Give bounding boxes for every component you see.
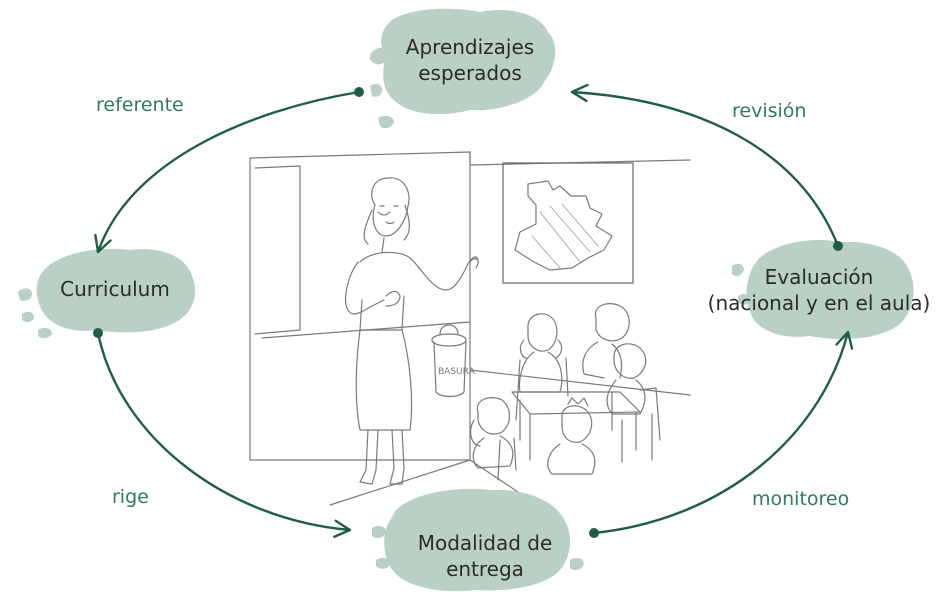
cloud-modalidad — [372, 488, 584, 592]
cloud-curriculum — [18, 248, 196, 339]
node-modalidad-de-entrega: Modalidad de entrega — [385, 530, 585, 582]
arrow-referente-start-dot — [354, 87, 364, 97]
edge-label-referente: referente — [96, 94, 184, 116]
classroom-illustration: BASURA — [249, 151, 691, 521]
cycle-arrows — [93, 83, 854, 538]
node-curriculum: Curriculum — [30, 276, 200, 302]
arrow-monitoreo-start-dot — [589, 528, 599, 538]
teacher-figure — [345, 177, 479, 485]
node-aprendizajes-line1: Aprendizajes — [405, 35, 535, 59]
bin-label: BASURA — [438, 367, 476, 377]
arrow-referente — [94, 90, 360, 254]
node-modalidad-line2: entrega — [446, 557, 524, 581]
edge-label-monitoreo: monitoreo — [752, 488, 850, 510]
node-evaluacion: Evaluación (nacional y en el aula) — [700, 264, 938, 316]
guatemala-map-icon — [514, 180, 613, 271]
edge-label-revision: revisión — [732, 100, 807, 122]
node-modalidad-line1: Modalidad de — [417, 531, 553, 555]
node-curriculum-line1: Curriculum — [60, 277, 170, 301]
map-frame — [502, 162, 634, 284]
edge-label-rige: rige — [112, 486, 149, 508]
arrow-rige — [96, 332, 352, 538]
cloud-aprendizajes — [369, 8, 556, 129]
children-figures — [470, 303, 661, 481]
node-aprendizajes-esperados: Aprendizajes esperados — [380, 34, 560, 86]
arrow-rige-start-dot — [93, 328, 103, 338]
arrow-monitoreo — [593, 330, 854, 535]
waste-bin-icon: BASURA — [431, 324, 476, 398]
cloud-evaluacion — [732, 240, 914, 340]
node-aprendizajes-line2: esperados — [418, 61, 522, 85]
node-evaluacion-line2: (nacional y en el aula) — [707, 291, 931, 315]
arrow-revision — [570, 83, 840, 247]
arrow-revision-start-dot — [833, 241, 843, 251]
node-evaluacion-line1: Evaluación — [764, 265, 874, 289]
